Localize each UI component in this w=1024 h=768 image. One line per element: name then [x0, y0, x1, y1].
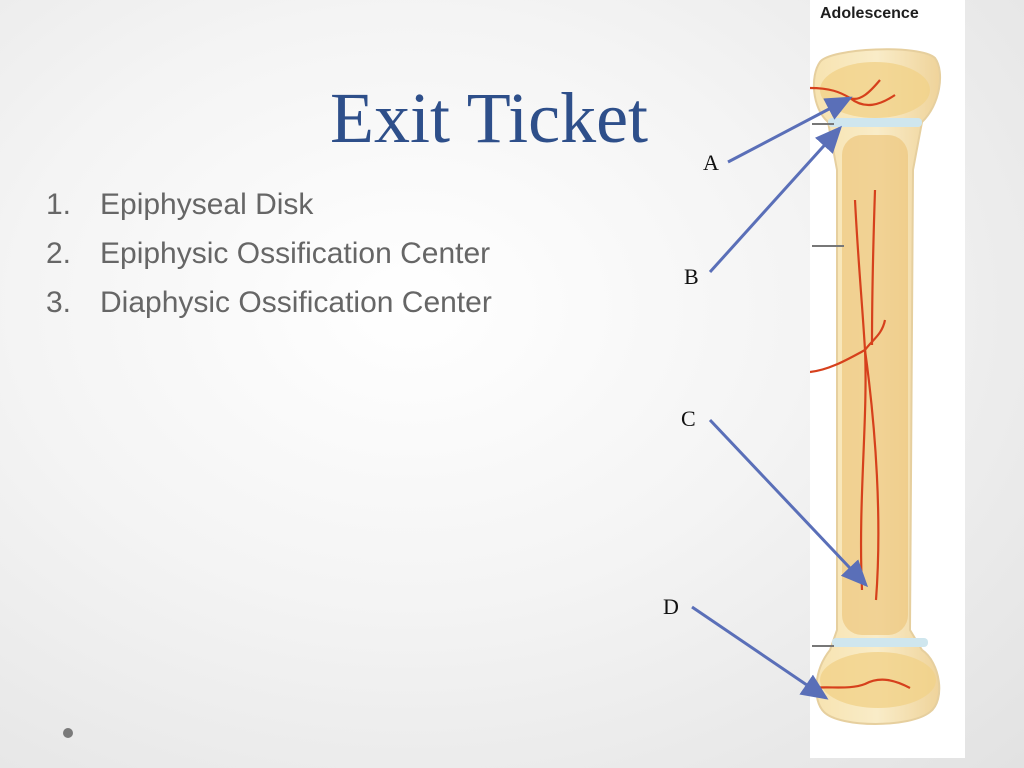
figure-caption: Adolescence [820, 5, 919, 22]
marker-c: C [681, 406, 696, 431]
answer-list: 1. Epiphyseal Disk 2. Epiphysic Ossifica… [46, 180, 492, 327]
page-title: Exit Ticket [330, 78, 649, 158]
marker-d: D [663, 594, 679, 619]
bone-illustration: Adolescence [810, 0, 965, 758]
empty-bullet [63, 728, 73, 738]
list-item: 2. Epiphysic Ossification Center [46, 229, 492, 278]
list-item: 1. Epiphyseal Disk [46, 180, 492, 229]
list-item: 3. Diaphysic Ossification Center [46, 278, 492, 327]
list-number: 3. [46, 285, 72, 319]
list-number: 2. [46, 236, 72, 270]
epiphyseal-plate-bottom [832, 638, 928, 647]
marker-b: B [684, 264, 699, 289]
arrow-d [691, 605, 829, 700]
list-number: 1. [46, 187, 72, 221]
epiphyseal-plate-top [828, 118, 922, 127]
list-text: Epiphyseal Disk [100, 187, 314, 221]
list-text: Diaphysic Ossification Center [100, 285, 492, 319]
list-text: Epiphysic Ossification Center [100, 236, 491, 270]
long-bone-diagram [810, 48, 942, 725]
marker-a: A [703, 150, 719, 175]
proximal-epiphysis [820, 62, 930, 118]
